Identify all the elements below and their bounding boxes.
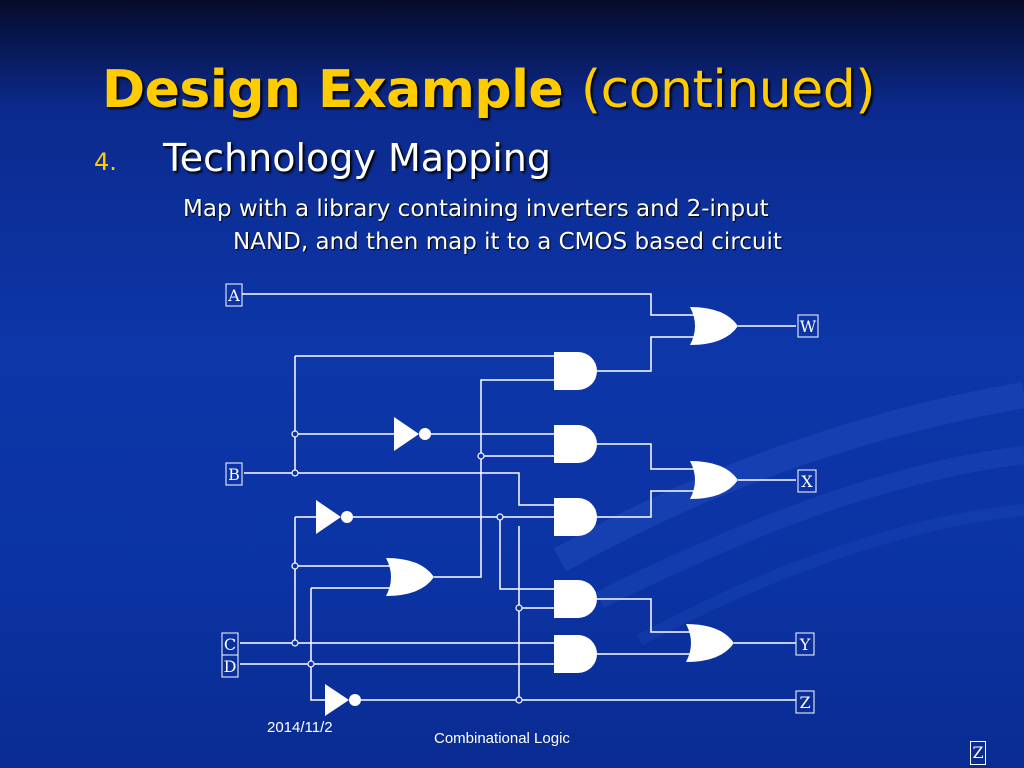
corner-z-mark: Z [970, 741, 986, 765]
section-heading: Technology Mapping [163, 136, 552, 180]
output-z-label: Z [799, 693, 810, 712]
input-b-label: B [228, 465, 240, 484]
inverter-3 [325, 684, 349, 716]
title-main: Design Example [102, 60, 564, 120]
list-number: 4. [94, 148, 117, 176]
or-gate-mid [386, 558, 434, 596]
and-gate-5 [554, 635, 597, 673]
output-w-label: W [800, 317, 817, 336]
and-gate-4 [554, 580, 597, 618]
inverter-2 [316, 500, 341, 534]
slide-title: Design Example (continued) [102, 60, 876, 120]
title-paren: (continued) [580, 60, 876, 120]
footer-title: Combinational Logic [434, 730, 570, 747]
input-c-label: C [224, 635, 236, 654]
body-text-line2: NAND, and then map it to a CMOS based ci… [233, 229, 782, 255]
inverter-1 [394, 417, 419, 451]
body-text-line1: Map with a library containing inverters … [183, 196, 769, 222]
and-gate-1 [554, 352, 597, 390]
or-gate-x [690, 461, 738, 499]
and-gate-3 [554, 498, 597, 536]
output-y-label: Y [799, 635, 811, 654]
or-gate-y [686, 624, 734, 662]
input-a-label: A [227, 286, 240, 305]
output-x-label: X [801, 472, 813, 491]
footer-date: 2014/11/2 [267, 719, 333, 736]
input-d-label: D [224, 657, 237, 676]
and-gate-2 [554, 425, 597, 463]
or-gate-w [690, 307, 738, 345]
